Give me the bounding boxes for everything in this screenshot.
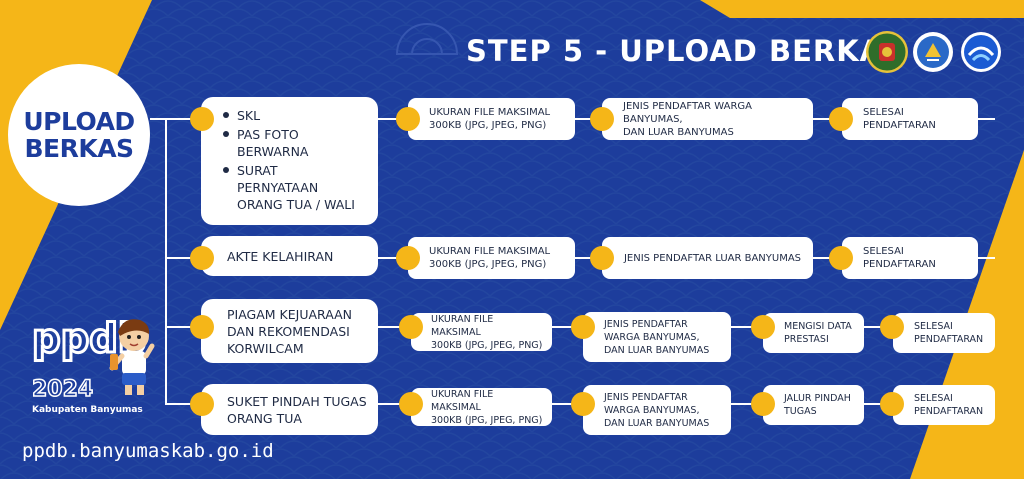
- row-2-step-3-dot: [829, 246, 853, 270]
- row-4-step-3-box: JALUR PINDAH TUGAS: [763, 385, 864, 425]
- row-4-step-2-box: JENIS PENDAFTAR WARGA BANYUMAS, DAN LUAR…: [583, 385, 731, 435]
- row-2-step-2-box: JENIS PENDAFTAR LUAR BANYUMAS: [602, 237, 813, 279]
- student-mascot-icon: [109, 319, 155, 395]
- row-4-step-2-dot: [571, 392, 595, 416]
- website-url[interactable]: ppdb.banyumaskab.go.id: [22, 440, 274, 462]
- row-3-step-3-dot: [751, 315, 775, 339]
- row-1-step-1-box: UKURAN FILE MAKSIMAL 300KB (JPG, JPEG, P…: [408, 98, 575, 140]
- row-3-step-4-dot: [880, 315, 904, 339]
- row-3-step-4-box: SELESAI PENDAFTARAN: [893, 313, 995, 353]
- ppdb-year: 2024: [32, 377, 93, 402]
- upload-berkas-label: UPLOAD BERKAS: [23, 107, 135, 163]
- row-4-step-1-box: UKURAN FILE MAKSIMAL 300KB (JPG, JPEG, P…: [411, 388, 552, 426]
- row-3-bullet-dot: [190, 315, 214, 339]
- trunk-horizontal-line: [150, 118, 166, 120]
- row-4-step-2-label: JENIS PENDAFTAR WARGA BANYUMAS, DAN LUAR…: [604, 391, 710, 429]
- row-2-step-3-box: SELESAI PENDAFTARAN: [842, 237, 978, 279]
- row-1-connector: [165, 118, 995, 120]
- row-3-step-2-box: JENIS PENDAFTAR WARGA BANYUMAS, DAN LUAR…: [583, 312, 731, 362]
- row-3-step-2-label: JENIS PENDAFTAR WARGA BANYUMAS, DAN LUAR…: [604, 318, 710, 356]
- row-3-step-4-label: SELESAI PENDAFTARAN: [914, 321, 984, 345]
- row-4-document-box: SUKET PINDAH TUGAS ORANG TUA: [201, 384, 378, 435]
- row-1-step-1-label: UKURAN FILE MAKSIMAL 300KB (JPG, JPEG, P…: [429, 107, 551, 131]
- row-1-step-3-dot: [829, 107, 853, 131]
- row-3-step-3-box: MENGISI DATA PRESTASI: [763, 313, 864, 353]
- upload-berkas-node: UPLOAD BERKAS: [8, 64, 150, 206]
- trunk-vertical-line: [165, 118, 167, 404]
- ppdb-region: Kabupaten Banyumas: [32, 405, 143, 415]
- row-4-document-label: SUKET PINDAH TUGAS ORANG TUA: [227, 393, 367, 426]
- row-2-step-1-box: UKURAN FILE MAKSIMAL 300KB (JPG, JPEG, P…: [408, 237, 575, 279]
- row-4-bullet-dot: [190, 392, 214, 416]
- row-2-document-label: AKTE KELAHIRAN: [227, 248, 334, 264]
- row-4-step-3-dot: [751, 392, 775, 416]
- document-item-pas-foto: PAS FOTO BERWARNA: [223, 126, 355, 160]
- row-2-document-box: AKTE KELAHIRAN: [201, 236, 378, 276]
- document-item-skl: SKL: [223, 107, 355, 124]
- ppdb-logo: ppdb 2024 Kabupaten Banyumas: [31, 315, 155, 415]
- protractor-doodle-icon: [395, 23, 459, 55]
- kominfo-icon: [961, 32, 1001, 72]
- row-3-step-3-label: MENGISI DATA PRESTASI: [784, 321, 852, 345]
- row-2-step-2-label: JENIS PENDAFTAR LUAR BANYUMAS: [623, 252, 802, 264]
- row-3-step-1-dot: [399, 315, 423, 339]
- row-1-step-2-label: JENIS PENDAFTAR WARGA BANYUMAS, DAN LUAR…: [623, 100, 753, 138]
- row-4-step-1-label: UKURAN FILE MAKSIMAL 300KB (JPG, JPEG, P…: [431, 388, 543, 426]
- row-1-bullet-dot: [190, 107, 214, 131]
- row-4-step-4-dot: [880, 392, 904, 416]
- row-2-step-3-label: SELESAI PENDAFTARAN: [863, 246, 936, 270]
- top-right-yellow-wedge: [700, 0, 1024, 18]
- row-1-documents-box: SKL PAS FOTO BERWARNA SURAT PERNYATAAN O…: [201, 97, 378, 225]
- row-1-step-1-dot: [396, 107, 420, 131]
- row-2-step-1-label: UKURAN FILE MAKSIMAL 300KB (JPG, JPEG, P…: [429, 246, 551, 270]
- row-2-step-2-dot: [590, 246, 614, 270]
- page-title: STEP 5 - UPLOAD BERKAS: [466, 34, 906, 68]
- document-item-surat-pernyataan: SURAT PERNYATAAN ORANG TUA / WALI: [223, 162, 355, 213]
- row-3-document-label: PIAGAM KEJUARAAN DAN REKOMENDASI KORWILC…: [227, 306, 353, 356]
- banyumas-regency-emblem-icon: [866, 31, 908, 73]
- row-3-step-1-box: UKURAN FILE MAKSIMAL 300KB (JPG, JPEG, P…: [411, 313, 552, 351]
- row-2-bullet-dot: [190, 246, 214, 270]
- row-1-step-3-label: SELESAI PENDAFTARAN: [863, 107, 936, 131]
- row-4-step-1-dot: [399, 392, 423, 416]
- row-4-step-3-label: JALUR PINDAH TUGAS: [784, 393, 851, 417]
- row-1-document-list: SKL PAS FOTO BERWARNA SURAT PERNYATAAN O…: [223, 107, 355, 215]
- tut-wuri-handayani-icon: [913, 32, 953, 72]
- row-4-step-4-box: SELESAI PENDAFTARAN: [893, 385, 995, 425]
- row-1-step-3-box: SELESAI PENDAFTARAN: [842, 98, 978, 140]
- row-3-step-2-dot: [571, 315, 595, 339]
- row-2-step-1-dot: [396, 246, 420, 270]
- row-2-connector: [165, 257, 995, 259]
- row-1-step-2-box: JENIS PENDAFTAR WARGA BANYUMAS, DAN LUAR…: [602, 98, 813, 140]
- row-3-document-box: PIAGAM KEJUARAAN DAN REKOMENDASI KORWILC…: [201, 299, 378, 363]
- row-3-step-1-label: UKURAN FILE MAKSIMAL 300KB (JPG, JPEG, P…: [431, 313, 543, 351]
- row-4-step-4-label: SELESAI PENDAFTARAN: [914, 393, 984, 417]
- row-1-step-2-dot: [590, 107, 614, 131]
